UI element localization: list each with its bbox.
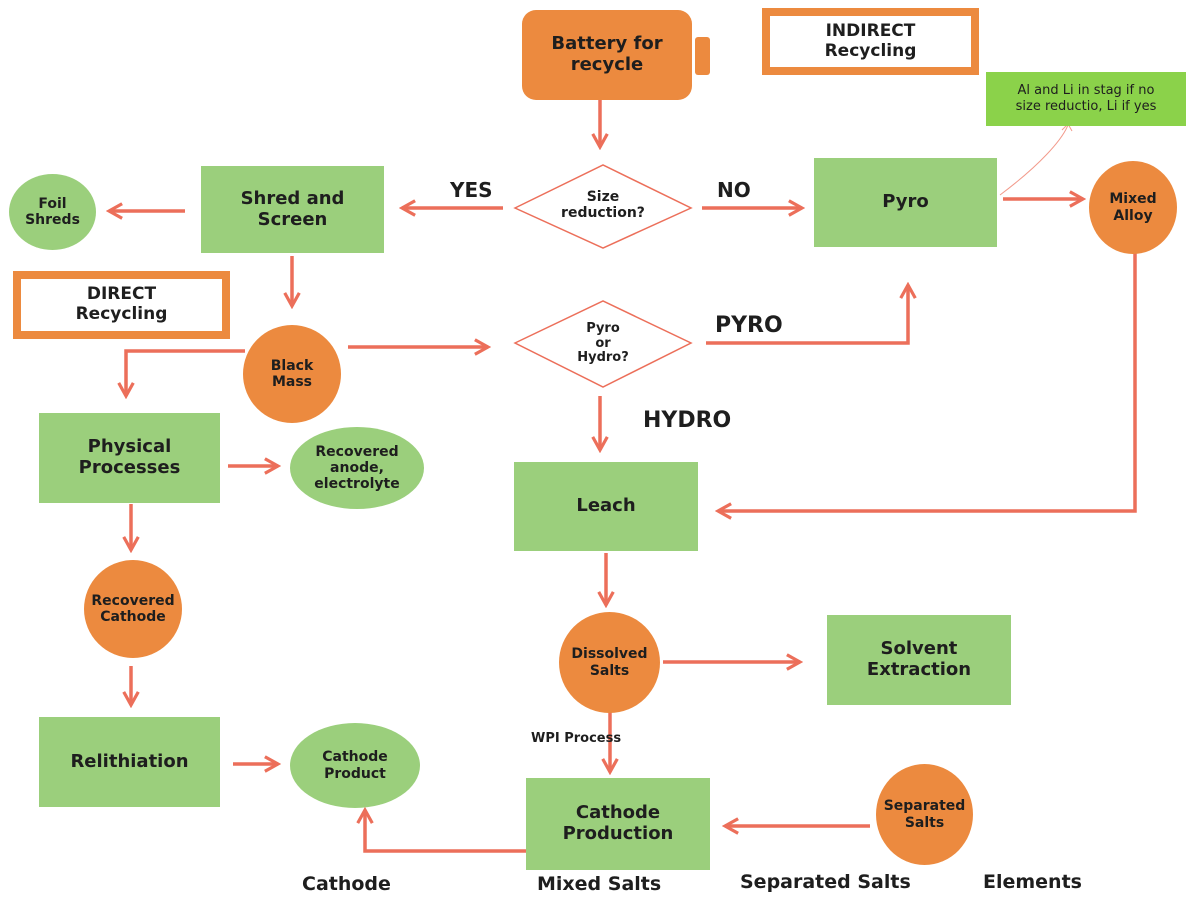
foil-shreds-node: Foil Shreds: [9, 174, 96, 250]
black-mass-text: Black Mass: [270, 357, 314, 390]
edge-label-no: NO: [717, 178, 751, 202]
edge-label-yes: YES: [450, 178, 493, 202]
footer-elements: Elements: [983, 871, 1082, 893]
edge-label-pyro: PYRO: [715, 313, 783, 338]
note-connector: [999, 124, 1069, 196]
mixed-alloy-text: Mixed Alloy: [1109, 191, 1157, 224]
black-mass-node: Black Mass: [243, 325, 341, 423]
direct-recycling-text: DIRECT Recycling: [75, 284, 168, 324]
recovered-anode-node: Recovered anode, electrolyte: [290, 427, 424, 509]
arrow-direct-to-physical: [126, 349, 245, 396]
size-reduction-text: Size reduction?: [561, 188, 645, 221]
pyro-note: Al and Li in stag if no size reductio, L…: [986, 72, 1186, 126]
pyro-or-hydro-text: Pyro or Hydro?: [577, 320, 629, 366]
physical-processes-node: Physical Processes: [39, 413, 220, 503]
pyro-node: Pyro: [814, 158, 997, 247]
footer-separated-salts: Separated Salts: [740, 871, 911, 893]
separated-salts-text: Separated Salts: [883, 798, 966, 831]
arrow-decision-to-pyro: [706, 285, 908, 345]
shred-and-screen-node: Shred and Screen: [201, 166, 384, 253]
cathode-production-text: Cathode Production: [562, 802, 674, 844]
separated-salts-node: Separated Salts: [876, 764, 973, 865]
cathode-product-node: Cathode Product: [290, 723, 420, 808]
dissolved-salts-text: Dissolved Salts: [571, 646, 648, 679]
indirect-recycling-text: INDIRECT Recycling: [824, 20, 917, 61]
solvent-extraction-node: Solvent Extraction: [827, 615, 1011, 705]
footer-mixed-salts: Mixed Salts: [537, 873, 662, 895]
direct-recycling-label: DIRECT Recycling: [13, 271, 230, 339]
relithiation-text: Relithiation: [70, 750, 189, 772]
solvent-extraction-text: Solvent Extraction: [866, 638, 972, 680]
leach-node: Leach: [514, 462, 698, 551]
indirect-recycling-label: INDIRECT Recycling: [762, 8, 979, 75]
pyro-note-text: Al and Li in stag if no size reductio, L…: [1015, 83, 1157, 114]
decision-pyro-or-hydro: [513, 300, 693, 388]
edge-label-wpi: WPI Process: [531, 731, 622, 746]
dissolved-salts-node: Dissolved Salts: [559, 612, 660, 713]
pyro-text: Pyro: [882, 191, 929, 213]
recovered-anode-text: Recovered anode, electrolyte: [314, 443, 400, 493]
arrow-alloy-to-leach: [718, 252, 1137, 511]
edge-label-hydro: HYDRO: [643, 408, 732, 433]
battery-node: Battery for recycle: [522, 10, 692, 100]
cathode-production-node: Cathode Production: [526, 778, 710, 870]
recovered-cathode-text: Recovered Cathode: [91, 592, 175, 625]
relithiation-node: Relithiation: [39, 717, 220, 807]
leach-text: Leach: [576, 495, 636, 517]
mixed-alloy-node: Mixed Alloy: [1089, 161, 1177, 254]
battery-label: Battery for recycle: [551, 33, 663, 75]
recovered-cathode-node: Recovered Cathode: [84, 560, 182, 658]
footer-cathode: Cathode: [302, 873, 391, 895]
arrow-production-to-product: [365, 810, 527, 853]
battery-terminal: [695, 37, 710, 75]
cathode-product-text: Cathode Product: [322, 749, 388, 782]
decision-size-reduction: [513, 164, 693, 249]
physical-processes-text: Physical Processes: [78, 436, 181, 478]
shred-and-screen-text: Shred and Screen: [240, 187, 345, 230]
foil-shreds-text: Foil Shreds: [25, 195, 80, 228]
